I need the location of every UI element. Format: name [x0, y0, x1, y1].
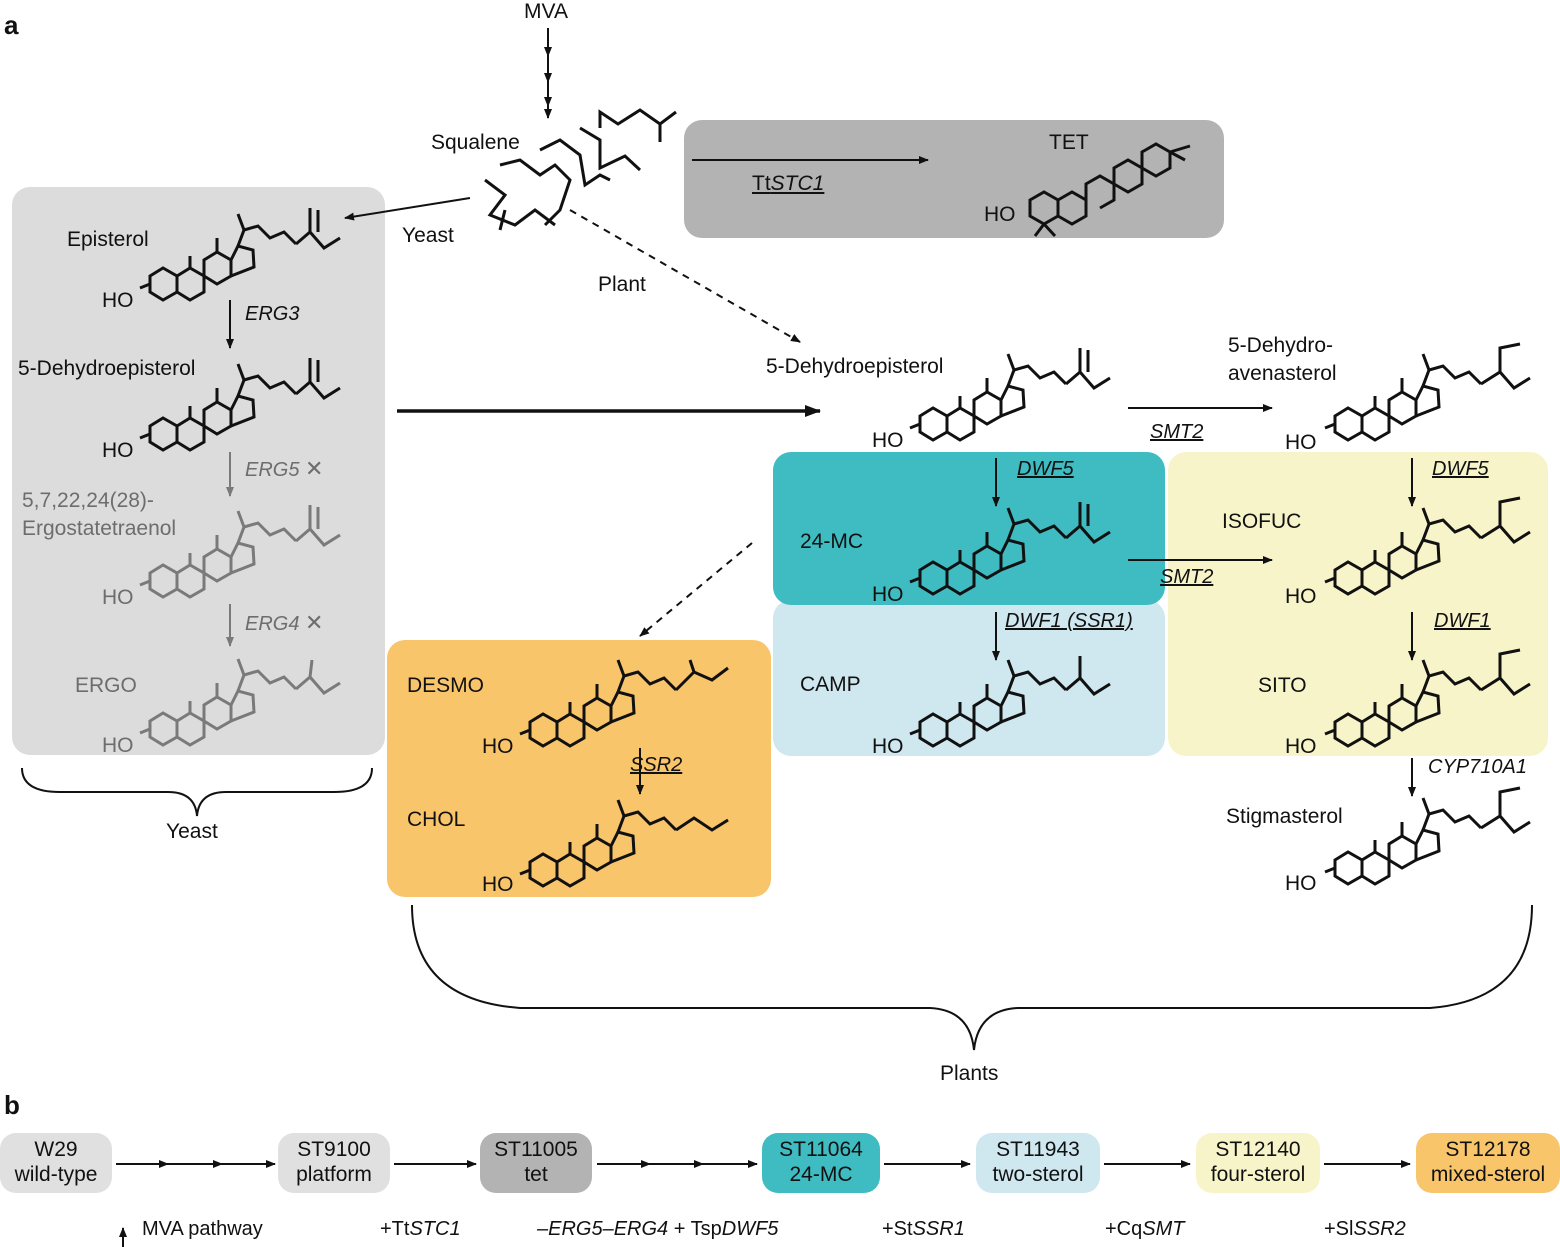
mod-st-ssr1: +StSSR1: [882, 1218, 965, 1240]
mod-cq-smt: +CqSMT: [1105, 1218, 1185, 1240]
ho-10: HO: [1285, 735, 1317, 758]
dwf5-b-label: DWF5: [1432, 458, 1489, 480]
stigmasterol-label: Stigmasterol: [1226, 805, 1343, 828]
ho-11: HO: [1285, 872, 1317, 895]
ho-9: HO: [872, 735, 904, 758]
ho-3: HO: [102, 586, 134, 609]
ho-6: HO: [1285, 431, 1317, 454]
mod-mva-pathway: MVA pathway: [142, 1218, 263, 1240]
ho-7: HO: [872, 583, 904, 606]
tt-stc1-label: TtSTC1: [752, 172, 825, 195]
ho-13: HO: [482, 873, 514, 896]
mod-sl-ssr2: +SlSSR2: [1324, 1218, 1406, 1240]
camp-box: [773, 600, 1165, 756]
panel-a-letter: a: [4, 10, 19, 40]
mod-erg-tsp-dwf5: –ERG5–ERG4 + TspDWF5: [537, 1218, 779, 1240]
desmo-label: DESMO: [407, 674, 485, 697]
plants-brace-label: Plants: [940, 1062, 999, 1085]
ho-5: HO: [872, 429, 904, 452]
dwf1-label: DWF1: [1434, 610, 1491, 632]
squalene-label: Squalene: [431, 131, 520, 154]
ergostatetraenol-line2: Ergostatetraenol: [22, 517, 177, 540]
ho-2: HO: [102, 439, 134, 462]
dwf5-a-label: DWF5: [1017, 458, 1074, 480]
chol-box: [387, 640, 771, 897]
tet-label: TET: [1049, 131, 1089, 154]
mc24-label: 24-MC: [800, 530, 864, 553]
squalene-structure: [484, 108, 677, 231]
sito-box: [1168, 452, 1548, 756]
smt2-top-label: SMT2: [1150, 421, 1204, 443]
ergostatetraenol-line1: 5,7,22,24(28)-: [22, 489, 154, 512]
ssr2-label: SSR2: [630, 754, 683, 776]
isofuc-label: ISOFUC: [1222, 510, 1302, 533]
yeast-arrow-label: Yeast: [402, 224, 454, 247]
dehydroavenasterol-line2: avenasterol: [1228, 362, 1337, 385]
erg4-knockout-mark: ✕: [305, 610, 324, 635]
plant-arrow-label: Plant: [598, 273, 646, 296]
mva-label: MVA: [524, 0, 568, 23]
dehydroepisterol-plant-label: 5-Dehydroepisterol: [766, 355, 944, 378]
sito-label: SITO: [1258, 674, 1307, 697]
episterol-label: Episterol: [67, 228, 149, 251]
erg5-knockout-mark: ✕: [305, 456, 324, 481]
yeast-pathway-box: [12, 187, 385, 755]
tet-box: [684, 120, 1224, 238]
ho-12: HO: [482, 735, 514, 758]
tet-structure: [1028, 142, 1191, 238]
dwf1-ssr1-label: DWF1 (SSR1): [1005, 610, 1133, 632]
mod-tt-stc1: +TtSTC1: [380, 1218, 461, 1240]
ergo-label: ERGO: [75, 674, 137, 697]
erg3-label: ERG3: [245, 303, 300, 325]
ho-1: HO: [102, 289, 134, 312]
camp-label: CAMP: [800, 673, 861, 696]
dehydroepisterol-yeast-label: 5-Dehydroepisterol: [18, 357, 196, 380]
ho-4: HO: [102, 734, 134, 757]
smt2-mid-label: SMT2: [1160, 566, 1214, 588]
ho-8: HO: [1285, 585, 1317, 608]
mc24-box: [773, 452, 1165, 605]
cyp710a1-label: CYP710A1: [1428, 756, 1527, 778]
erg5-label: ERG5 ✕: [245, 456, 324, 481]
yeast-brace-label: Yeast: [166, 820, 218, 843]
dehydroavenasterol-line1: 5-Dehydro-: [1228, 334, 1334, 357]
tet-ho: HO: [984, 203, 1016, 226]
erg4-label: ERG4 ✕: [245, 610, 324, 635]
chol-label: CHOL: [407, 808, 466, 831]
panel-b-letter: b: [4, 1090, 20, 1120]
